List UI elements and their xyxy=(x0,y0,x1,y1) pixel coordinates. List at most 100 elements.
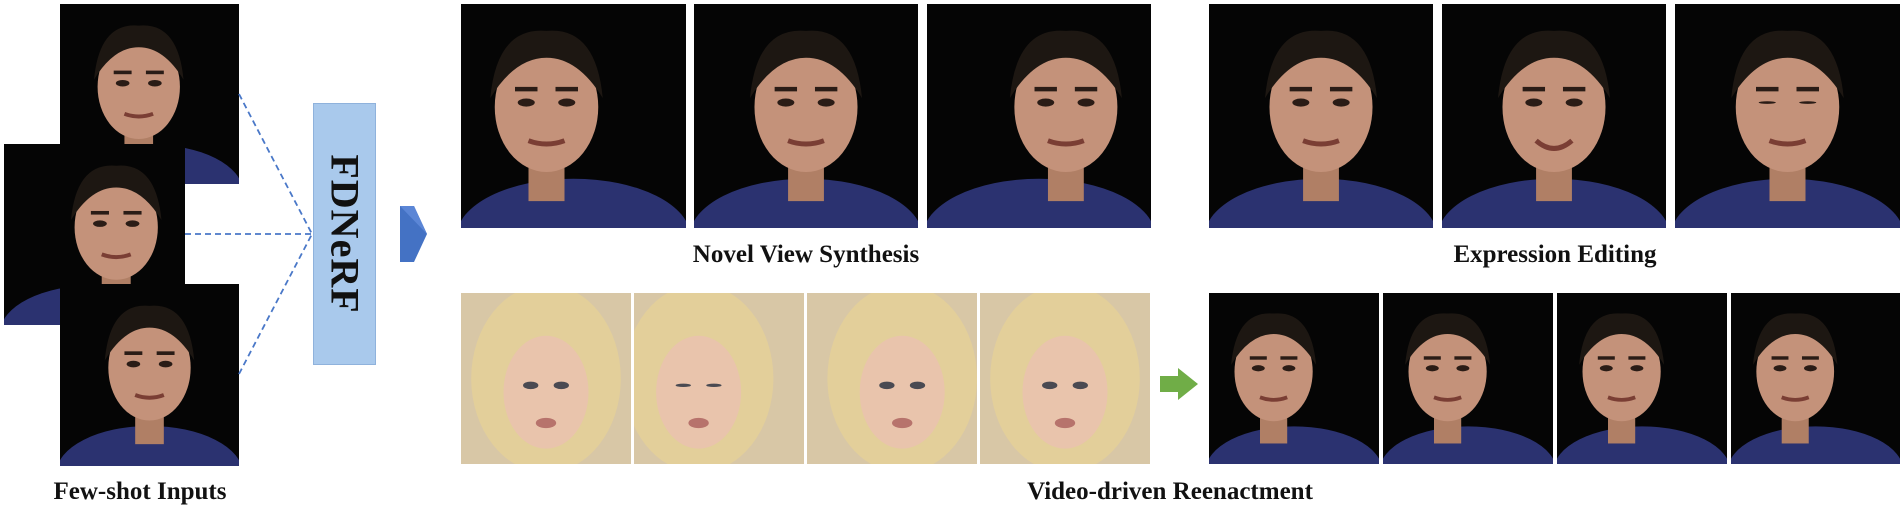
mouth xyxy=(1607,395,1636,402)
shirt xyxy=(1731,426,1900,464)
face-skin xyxy=(1014,42,1118,172)
mouth xyxy=(1047,138,1085,147)
driving-video-photo-3 xyxy=(807,293,977,464)
left-eye xyxy=(777,98,795,107)
left-eye xyxy=(1042,381,1058,390)
mouth xyxy=(1259,395,1288,402)
reenactment-photo-4 xyxy=(1731,293,1900,464)
right-eye xyxy=(1282,365,1296,372)
connector-line-bottom xyxy=(238,233,313,375)
face-skin xyxy=(1735,42,1840,172)
right-eye xyxy=(148,79,162,87)
left-eyebrow xyxy=(1771,356,1789,360)
right-eye xyxy=(125,220,140,227)
face-skin xyxy=(1234,322,1313,422)
right-eye xyxy=(817,98,835,107)
right-eye xyxy=(553,381,569,390)
face-skin xyxy=(656,335,742,449)
face-skin xyxy=(1408,322,1487,422)
right-eye xyxy=(1072,381,1088,390)
dark-hair xyxy=(490,30,603,99)
model-label: FDNeRF xyxy=(322,154,367,314)
mouth xyxy=(1433,395,1462,402)
dark-hair xyxy=(94,25,184,80)
dark-hair xyxy=(1231,313,1317,365)
reenactment-photo-1 xyxy=(1209,293,1379,464)
left-eyebrow xyxy=(124,351,143,355)
left-eye xyxy=(1292,98,1310,107)
shirt xyxy=(1209,178,1433,228)
mouth xyxy=(1768,138,1807,147)
mouth xyxy=(1781,395,1810,402)
caption-novel-view-synthesis: Novel View Synthesis xyxy=(692,241,920,268)
face-skin xyxy=(1582,322,1661,422)
left-eye xyxy=(1773,365,1787,372)
reenactment-photo-2 xyxy=(1383,293,1553,464)
left-eyebrow xyxy=(1289,86,1313,92)
left-eyebrow xyxy=(1597,356,1615,360)
right-eye xyxy=(1456,365,1470,372)
expression-photo-3 xyxy=(1675,4,1900,228)
novel-view-photo-2 xyxy=(694,4,918,228)
right-eye xyxy=(158,360,173,368)
right-eye xyxy=(1630,365,1644,372)
connector-line-top xyxy=(238,93,313,235)
face-skin xyxy=(1269,42,1373,172)
dark-hair xyxy=(1265,30,1377,99)
shirt xyxy=(60,425,239,466)
face-skin xyxy=(754,42,858,172)
face-skin xyxy=(74,174,158,280)
face-skin xyxy=(1022,335,1108,449)
shirt xyxy=(927,178,1151,228)
main-arrow-icon xyxy=(400,206,427,262)
mouth xyxy=(123,111,154,119)
dark-hair xyxy=(70,165,162,221)
novel-view-photo-1 xyxy=(461,4,686,228)
novel-view-photo-3 xyxy=(927,4,1151,228)
shirt xyxy=(461,178,686,228)
shirt xyxy=(694,178,918,228)
left-eye xyxy=(1425,365,1439,372)
dark-hair xyxy=(1752,313,1838,365)
right-eye xyxy=(1077,98,1095,107)
right-eyebrow xyxy=(1280,356,1298,360)
dark-hair xyxy=(104,305,195,361)
left-eyebrow xyxy=(1522,86,1546,92)
right-eyebrow xyxy=(1796,86,1819,92)
mouth xyxy=(101,252,132,260)
dark-hair xyxy=(1009,30,1122,99)
face-skin xyxy=(1756,322,1835,422)
right-eye xyxy=(1804,365,1817,372)
left-eye xyxy=(1599,365,1613,372)
right-eye xyxy=(706,383,722,388)
input-photo-3 xyxy=(60,284,239,466)
left-eye xyxy=(1037,98,1055,107)
left-eyebrow xyxy=(113,70,132,75)
right-eye xyxy=(1799,101,1817,104)
left-eye xyxy=(1525,98,1543,107)
shirt xyxy=(1209,426,1379,464)
fdnerf-model-box: FDNeRF xyxy=(313,103,376,365)
driving-video-photo-1 xyxy=(461,293,631,464)
right-eye xyxy=(909,381,926,390)
mouth xyxy=(1054,417,1076,429)
right-eye xyxy=(558,98,576,107)
driving-video-photo-4 xyxy=(980,293,1150,464)
right-eyebrow xyxy=(1329,86,1353,92)
face-skin xyxy=(108,314,191,421)
mouth xyxy=(1534,138,1574,151)
reenactment-arrow-icon xyxy=(1160,368,1198,400)
dark-hair xyxy=(750,30,862,99)
left-eye xyxy=(675,383,691,388)
right-eyebrow xyxy=(814,86,838,92)
right-eyebrow xyxy=(1074,86,1098,92)
right-eyebrow xyxy=(1562,86,1586,92)
dark-hair xyxy=(1731,30,1844,99)
left-eyebrow xyxy=(1756,86,1779,92)
left-eye xyxy=(1251,365,1265,372)
mouth xyxy=(688,417,709,429)
mouth xyxy=(134,393,165,400)
left-eyebrow xyxy=(1034,86,1057,92)
right-eyebrow xyxy=(156,351,175,355)
left-eye xyxy=(523,381,539,390)
